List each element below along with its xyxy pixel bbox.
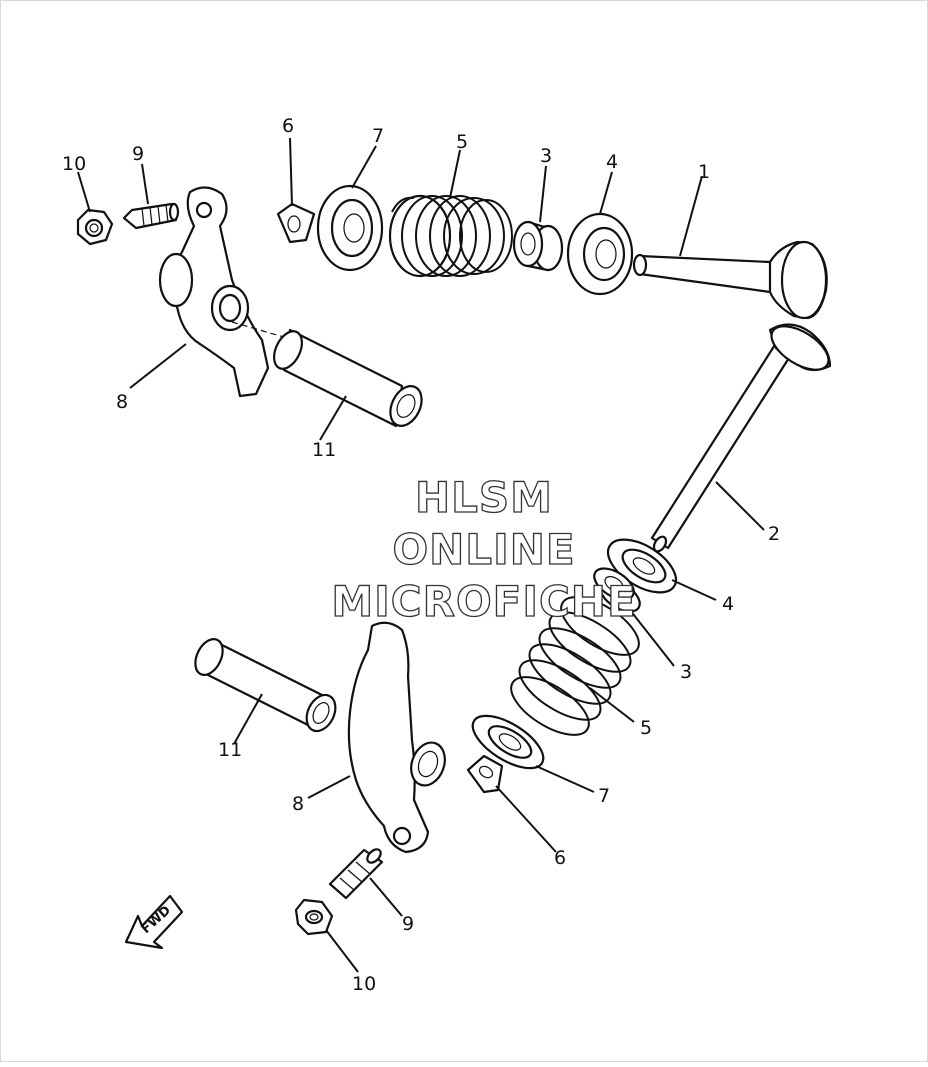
valve-cotter-lower <box>466 754 504 794</box>
watermark-line-1: HLSM <box>415 473 553 522</box>
rocker-shaft-upper <box>273 328 423 428</box>
valve-exhaust <box>650 323 832 553</box>
callout-shaft-lower: 11 <box>218 739 242 761</box>
valve-spring-lower <box>510 596 640 736</box>
valve-spring-upper <box>388 194 513 278</box>
callout-valve-exhaust: 2 <box>768 523 780 545</box>
callout-seat-upper: 4 <box>606 151 618 173</box>
valve-intake <box>632 240 828 320</box>
callouts-lower: 2 4 3 5 7 6 11 8 9 10 <box>218 523 780 995</box>
adjusting-screw-lower <box>328 848 384 900</box>
spring-retainer-lower <box>471 714 545 770</box>
callout-seat-lower: 4 <box>722 593 734 615</box>
nut-upper <box>76 208 114 246</box>
callout-spring-lower: 5 <box>640 717 652 739</box>
callout-nut-lower: 10 <box>352 973 376 995</box>
callout-nut-upper: 10 <box>62 153 86 175</box>
oil-seal-lower <box>593 567 641 613</box>
valve-cotter-upper <box>276 202 316 244</box>
rocker-shaft-lower <box>194 638 337 733</box>
watermark-line-3: MICROFICHE <box>331 577 636 626</box>
callout-screw-lower: 9 <box>402 913 414 935</box>
callouts-upper: 10 9 8 11 6 7 5 3 4 1 <box>62 115 710 461</box>
callout-shaft-upper: 11 <box>312 439 336 461</box>
watermark-line-2: ONLINE <box>392 525 575 574</box>
callout-cotter-lower: 6 <box>554 847 566 869</box>
callout-seal-lower: 3 <box>680 661 692 683</box>
watermark: HLSM ONLINE MICROFICHE <box>331 472 637 626</box>
rocker-arm-upper <box>158 186 295 398</box>
adjusting-screw-upper <box>122 202 180 230</box>
spring-retainer-upper <box>316 184 384 272</box>
nut-lower <box>294 898 334 936</box>
spring-seat-upper <box>566 212 634 296</box>
callout-spring-upper: 5 <box>456 131 468 153</box>
callout-retainer-lower: 7 <box>598 785 610 807</box>
callout-retainer-upper: 7 <box>372 125 384 147</box>
callout-rocker-arm-lower: 8 <box>292 793 304 815</box>
callout-rocker-arm-upper: 8 <box>116 391 128 413</box>
callout-valve-intake: 1 <box>698 161 710 183</box>
callout-cotter-upper: 6 <box>282 115 294 137</box>
oil-seal-upper <box>512 220 564 272</box>
callout-seal-upper: 3 <box>540 145 552 167</box>
rocker-arm-lower <box>347 621 446 854</box>
fwd-arrow-icon: FWD <box>124 894 184 950</box>
leader-lines <box>77 137 765 973</box>
callout-screw-upper: 9 <box>132 143 144 165</box>
